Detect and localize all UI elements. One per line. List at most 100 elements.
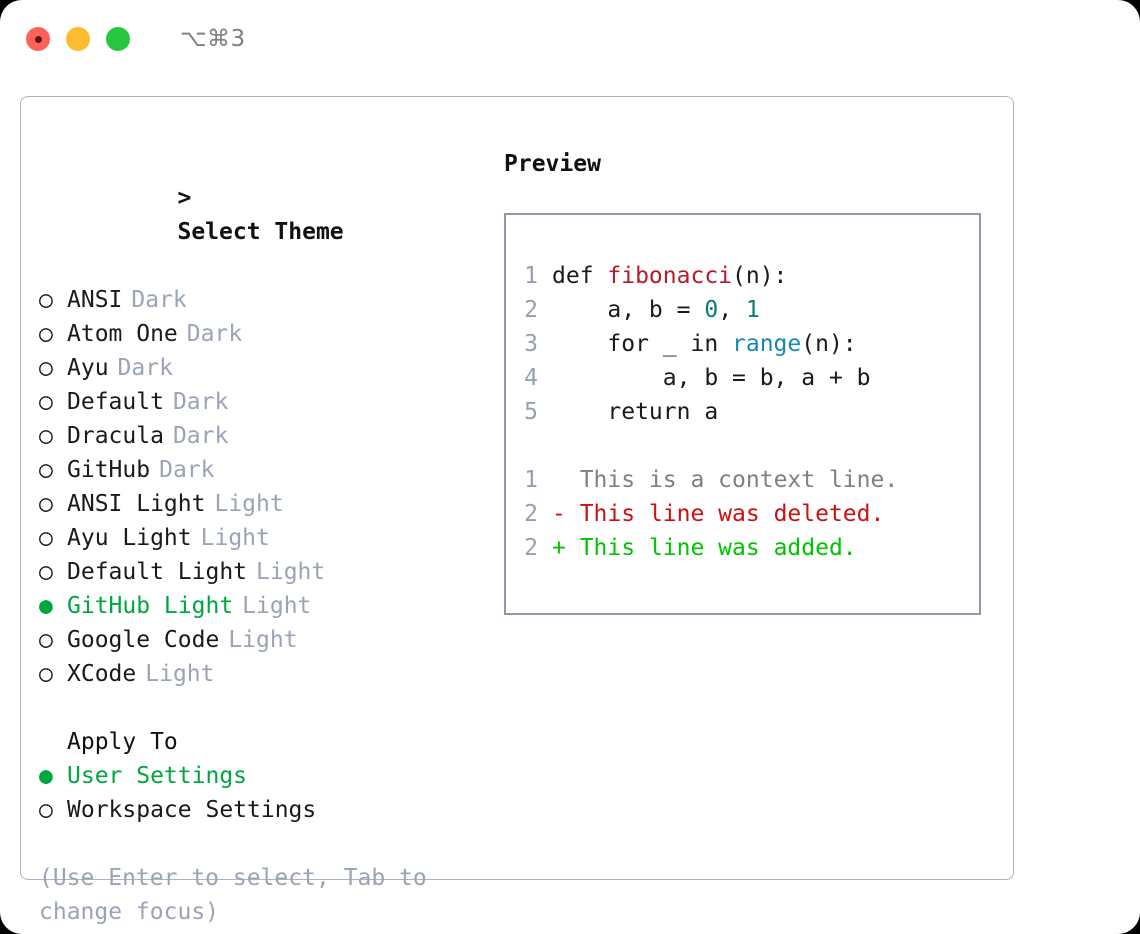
- theme-option-name: ANSI Light: [67, 491, 206, 517]
- prompt-caret-icon: >: [177, 185, 192, 211]
- theme-option-name: Ayu: [67, 355, 109, 381]
- radio-selected-icon: ●: [39, 593, 53, 619]
- code-line: 4 a, b = b, a + b: [524, 361, 979, 395]
- apply-to-option-user-settings[interactable]: ●User Settings: [39, 759, 491, 793]
- code-line-number: 1: [524, 263, 538, 289]
- code-token: return a: [552, 399, 719, 425]
- code-diff-spacer: [524, 429, 979, 463]
- diff-line-number: 1: [524, 467, 538, 493]
- diff-marker: +: [552, 535, 566, 561]
- window-controls: [26, 27, 130, 51]
- theme-option-google-code[interactable]: ○ Google Code Light: [39, 623, 491, 657]
- page-title: > Select Theme: [39, 147, 491, 283]
- theme-option-name: Default Light: [67, 559, 248, 585]
- diff-text: This line was deleted.: [565, 501, 885, 527]
- theme-option-mode: Light: [145, 661, 215, 687]
- diff-line-number: 2: [524, 501, 538, 527]
- diff-text: This is a context line.: [565, 467, 899, 493]
- zoom-button-icon[interactable]: [106, 27, 130, 51]
- code-token: 0: [704, 297, 719, 323]
- diff-line-number: 2: [524, 535, 538, 561]
- diff-line-deleted: 2- This line was deleted.: [524, 497, 979, 531]
- code-line-number: 3: [524, 331, 538, 357]
- diff-marker: -: [552, 501, 566, 527]
- title-bar: ⌥⌘3: [0, 0, 1140, 78]
- radio-unselected-icon: ○: [39, 457, 53, 483]
- minimize-button-icon[interactable]: [66, 27, 90, 51]
- theme-option-default-light[interactable]: ○ Default Light Light: [39, 555, 491, 589]
- theme-option-mode: Dark: [172, 389, 229, 415]
- apply-to-heading: Apply To: [67, 729, 178, 755]
- code-line-number: 5: [524, 399, 538, 425]
- theme-option-name: Atom One: [67, 321, 178, 347]
- theme-option-xcode[interactable]: ○ XCode Light: [39, 657, 491, 691]
- code-token: (n):: [732, 263, 788, 289]
- theme-option-name: Default: [67, 389, 164, 415]
- radio-unselected-icon: ○: [39, 287, 53, 313]
- diff-text: This line was added.: [565, 535, 857, 561]
- code-line-number: 4: [524, 365, 538, 391]
- list-spacer: [39, 691, 491, 725]
- code-line: 2 a, b = 0, 1: [524, 293, 979, 327]
- diff-line-context: 1 This is a context line.: [524, 463, 979, 497]
- code-token: a, b =: [552, 297, 705, 323]
- theme-option-mode: Light: [256, 559, 326, 585]
- radio-unselected-icon: ○: [39, 797, 53, 823]
- radio-selected-icon: ●: [39, 763, 53, 789]
- theme-option-ansi[interactable]: ○ ANSI Dark: [39, 283, 491, 317]
- diff-marker: [552, 467, 566, 493]
- radio-unselected-icon: ○: [39, 423, 53, 449]
- theme-option-mode: Light: [200, 525, 270, 551]
- theme-option-name: GitHub Light: [67, 593, 234, 619]
- apply-to-option-workspace-settings[interactable]: ○ Workspace Settings: [39, 793, 491, 827]
- apply-to-option-name: Workspace Settings: [67, 797, 317, 823]
- code-token: (n):: [801, 331, 857, 357]
- theme-option-mode: Dark: [159, 457, 215, 483]
- code-token: range: [732, 331, 802, 357]
- code-token: def: [552, 263, 608, 289]
- theme-option-mode: Dark: [131, 287, 187, 313]
- theme-option-name: Dracula: [67, 423, 164, 449]
- apply-to-option-list: ●User Settings ○ Workspace Settings: [39, 759, 491, 827]
- theme-option-github[interactable]: ○ GitHub Dark: [39, 453, 491, 487]
- theme-option-name: Ayu Light: [67, 525, 192, 551]
- theme-option-mode: Light: [228, 627, 298, 653]
- theme-option-name: XCode: [67, 661, 137, 687]
- close-button-icon[interactable]: [26, 27, 50, 51]
- theme-option-name: Google Code: [67, 627, 220, 653]
- radio-unselected-icon: ○: [39, 559, 53, 585]
- keyboard-hint-text: (Use Enter to select, Tab to change focu…: [39, 865, 427, 925]
- code-token: 1: [745, 297, 760, 323]
- radio-unselected-icon: ○: [39, 355, 53, 381]
- code-line: 1 def fibonacci(n):: [524, 259, 979, 293]
- theme-option-ansi-light[interactable]: ○ ANSI Light Light: [39, 487, 491, 521]
- theme-option-mode: Dark: [117, 355, 173, 381]
- radio-unselected-icon: ○: [39, 491, 53, 517]
- theme-option-mode: Dark: [186, 321, 243, 347]
- code-token: ,: [718, 297, 746, 323]
- radio-unselected-icon: ○: [39, 661, 53, 687]
- theme-option-ayu[interactable]: ○ Ayu Dark: [39, 351, 491, 385]
- code-line: 5 return a: [524, 395, 979, 429]
- preview-label: Preview: [504, 151, 601, 177]
- code-line: 3 for _ in range(n):: [524, 327, 979, 361]
- radio-unselected-icon: ○: [39, 627, 53, 653]
- code-line-number: 2: [524, 297, 538, 323]
- code-token: fibonacci: [607, 263, 733, 289]
- theme-option-name: ANSI: [67, 287, 123, 313]
- diff-line-added: 2 + This line was added.: [524, 531, 979, 565]
- code-token: for _ in: [552, 331, 733, 357]
- theme-option-ayu-light[interactable]: ○ Ayu Light Light: [39, 521, 491, 555]
- radio-unselected-icon: ○: [39, 525, 53, 551]
- theme-option-mode: Light: [214, 491, 284, 517]
- theme-option-name: GitHub: [67, 457, 151, 483]
